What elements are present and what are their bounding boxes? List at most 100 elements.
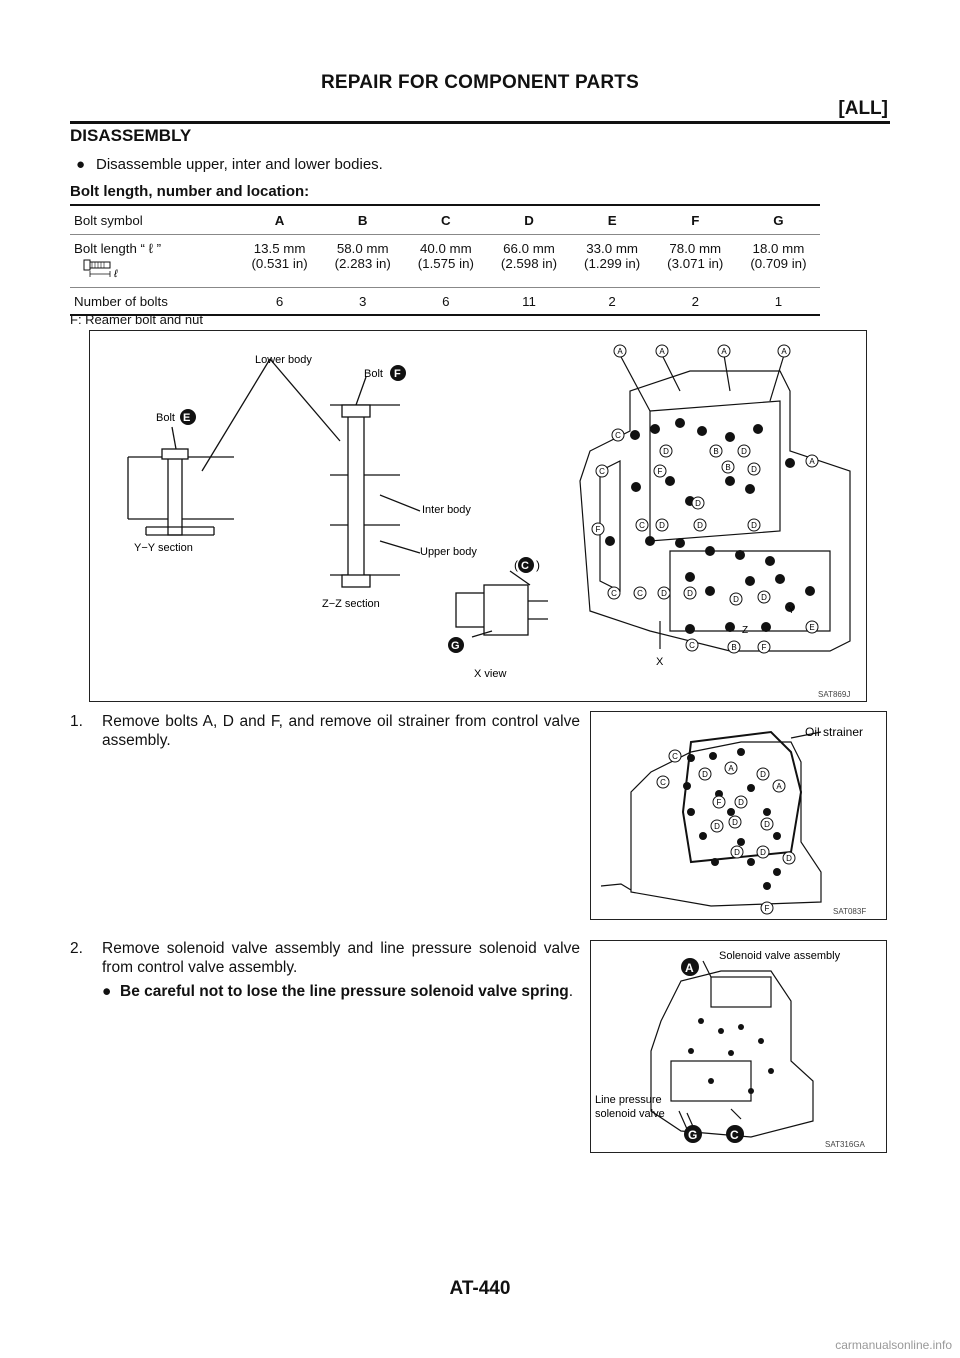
step-1: 1. Remove bolts A, D and F, and remove o… — [70, 712, 580, 750]
badge-a: A — [685, 961, 694, 975]
label-bolt-f: Bolt — [364, 368, 383, 380]
tag-d: D — [786, 854, 792, 863]
tag-a: A — [781, 347, 787, 356]
tag-d: D — [702, 770, 708, 779]
bolt-head — [775, 574, 785, 584]
tag-a: A — [728, 764, 734, 773]
label-line-pressure: Line pressure — [595, 1094, 662, 1106]
tag-d: D — [732, 818, 738, 827]
tag-b: B — [713, 447, 718, 456]
bolt-head — [753, 424, 763, 434]
cell-symbol: C — [404, 204, 488, 235]
bullet-item: ●Disassemble upper, inter and lower bodi… — [76, 156, 383, 173]
cell-symbol: A — [238, 204, 322, 235]
length-mm: 33.0 mm — [586, 241, 638, 256]
label-paren-open: ( — [514, 558, 518, 572]
bolt-head — [735, 550, 745, 560]
length-in: (0.709 in) — [750, 256, 807, 271]
tag-d: D — [738, 798, 744, 807]
tag-d: D — [714, 822, 720, 831]
bolt-head — [631, 482, 641, 492]
oil-strainer-diagram: C C A A D D D D D D D D D F F Oil strain… — [600, 725, 866, 916]
tag-a: A — [776, 782, 782, 791]
label-paren-close: ) — [536, 558, 540, 572]
bullet-icon: ● — [102, 983, 112, 1000]
badge-e: E — [183, 412, 190, 424]
bolt-head — [725, 476, 735, 486]
step-number: 1. — [70, 713, 83, 730]
cell-count: 6 — [238, 287, 322, 316]
cell-length: 13.5 mm(0.531 in) — [238, 234, 322, 288]
tag-c: C — [672, 752, 678, 761]
tag-d: D — [697, 521, 703, 530]
length-mm: 13.5 mm — [253, 241, 306, 256]
label-x: X — [656, 656, 664, 668]
tag-d: D — [733, 595, 739, 604]
bolt-head — [705, 586, 715, 596]
bolt-head — [705, 546, 715, 556]
caution-text: Be careful not to lose the line pressure… — [120, 983, 569, 1000]
length-mm: 58.0 mm — [336, 241, 389, 256]
length-in: (3.071 in) — [667, 256, 724, 271]
tag-d: D — [760, 848, 766, 857]
tag-d: D — [741, 447, 747, 456]
tag-d: D — [760, 770, 766, 779]
tag-d: D — [751, 521, 757, 530]
tag-c: C — [660, 778, 666, 787]
table-row-symbol: Bolt symbol A B C D E F G — [70, 204, 820, 235]
badge-c: C — [521, 560, 529, 572]
row-label-symbol: Bolt symbol — [70, 204, 238, 235]
bolt-head — [645, 536, 655, 546]
label-inter-body: Inter body — [422, 504, 471, 516]
tag-d: D — [761, 593, 767, 602]
bolt-head — [765, 556, 775, 566]
bullet-icon: ● — [76, 156, 86, 173]
length-mm: 78.0 mm — [669, 241, 722, 256]
cell-length: 18.0 mm(0.709 in) — [736, 234, 820, 288]
bolt-head — [785, 602, 795, 612]
label-y: Y — [788, 605, 795, 616]
tag-a: A — [809, 457, 815, 466]
badge-g: G — [688, 1128, 697, 1142]
label-x-view: X view — [474, 668, 506, 680]
label-zz-section: Z−Z section — [322, 598, 380, 610]
length-mm: 18.0 mm — [752, 241, 805, 256]
solenoid-valve-diagram: A G C Solenoid valve assembly Line press… — [595, 950, 866, 1149]
tag-f: F — [596, 525, 601, 534]
bolt-head — [665, 476, 675, 486]
badge-f: F — [394, 368, 401, 380]
badge-g: G — [451, 640, 460, 652]
length-in: (2.283 in) — [334, 256, 391, 271]
tag-c: C — [689, 641, 695, 650]
length-in: (0.531 in) — [251, 256, 308, 271]
cell-length: 66.0 mm(2.598 in) — [487, 234, 571, 288]
section-heading: DISASSEMBLY — [70, 126, 192, 145]
tag-b: B — [725, 463, 730, 472]
label-lower-body: Lower body — [255, 354, 312, 366]
bolt-head — [605, 536, 615, 546]
tag-a: A — [617, 347, 623, 356]
bolt-head — [785, 458, 795, 468]
bolt-length-icon: ℓ — [83, 259, 118, 280]
length-mm: 66.0 mm — [503, 241, 555, 256]
bolt-head — [745, 576, 755, 586]
tag-a: A — [721, 347, 727, 356]
tag-c: C — [611, 589, 617, 598]
tag-c: C — [637, 589, 643, 598]
cell-count: 2 — [570, 287, 654, 316]
cell-symbol: G — [736, 204, 820, 235]
label-oil-strainer: Oil strainer — [805, 725, 863, 739]
bolt-head — [675, 418, 685, 428]
cell-count: 11 — [487, 287, 571, 316]
tag-d: D — [687, 589, 693, 598]
tag-e: E — [809, 623, 814, 632]
label-z: Z — [742, 625, 748, 636]
cell-symbol: E — [570, 204, 654, 235]
watermark: carmanualsonline.info — [835, 1338, 952, 1352]
figure-solenoid-valve: A G C Solenoid valve assembly Line press… — [590, 940, 887, 1153]
cell-symbol: B — [321, 204, 405, 235]
bolt-head — [630, 430, 640, 440]
length-in: (1.299 in) — [584, 256, 641, 271]
tag-f: F — [658, 467, 663, 476]
cell-length: 33.0 mm(1.299 in) — [570, 234, 654, 288]
